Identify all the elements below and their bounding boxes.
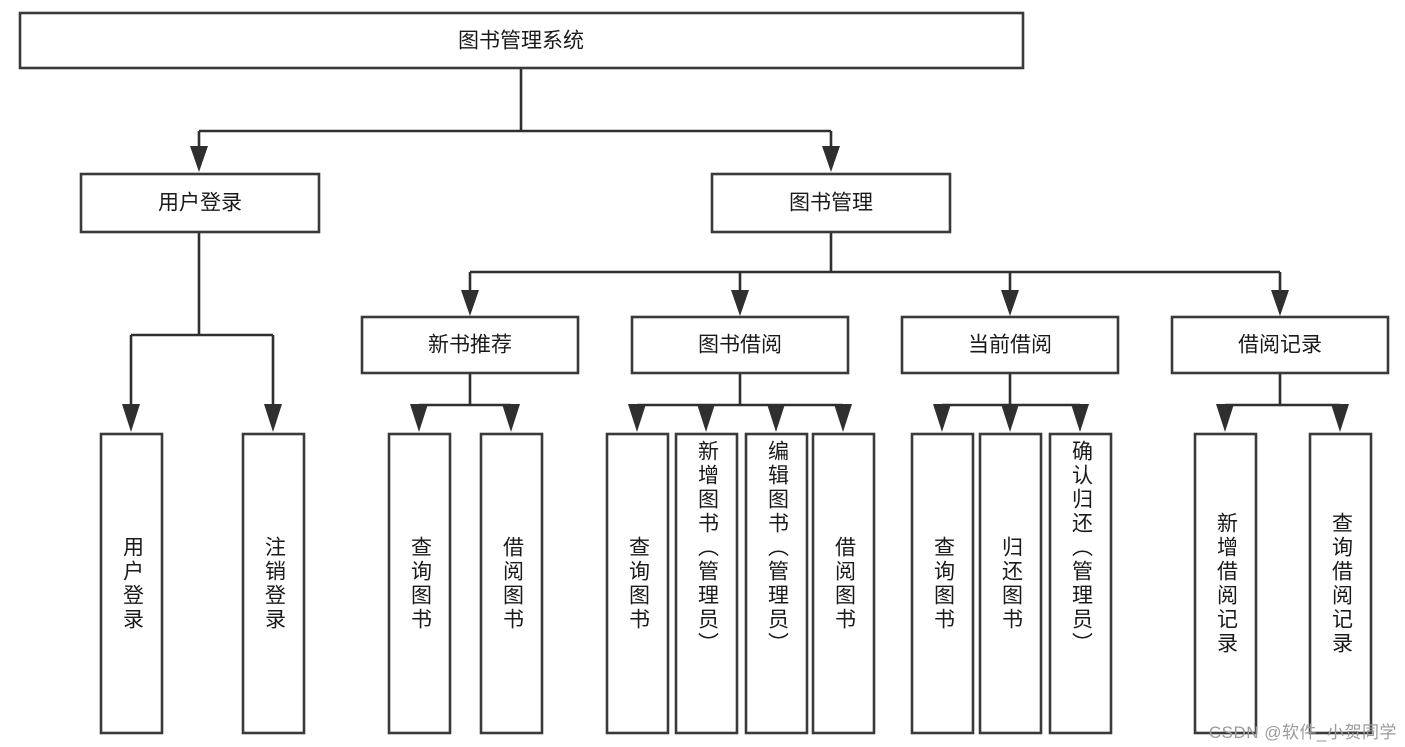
connector-group-root (190, 69, 840, 172)
node-book-management-box[interactable] (710, 172, 952, 234)
node-root-box[interactable] (18, 11, 1025, 70)
node-leaf-return-book-box[interactable] (978, 432, 1043, 735)
watermark-text: CSDN @软件_小贺同学 (1208, 723, 1397, 742)
connector-group-bookmgmt (461, 232, 1289, 316)
connector-group-userlogin-children (122, 232, 282, 432)
arrow-head-currentborrow (1001, 290, 1019, 316)
node-new-book-recommend-label: 新书推荐 (428, 334, 512, 357)
arrow-head-borrowrecord (1271, 290, 1289, 316)
arrow-head-leaf-return-book (1001, 404, 1019, 432)
arrow-head-leaf-query-book-2 (628, 404, 646, 432)
arrow-head-leaf-confirm-return (1071, 404, 1089, 432)
node-leaf-user-login-box[interactable] (99, 432, 164, 735)
arrow-head-leaf-borrow-book-1 (502, 404, 520, 432)
node-book-borrow-label: 图书借阅 (698, 334, 782, 357)
node-new-book-recommend-box[interactable] (360, 315, 580, 375)
arrow-head-leaf-user-login (122, 404, 140, 432)
arrow-head-leaf-borrow-book-2 (834, 404, 852, 432)
node-leaf-edit-book-box[interactable] (744, 432, 809, 735)
connector-group-bookborrow-children (628, 373, 852, 432)
node-leaf-query-book-2-box[interactable] (605, 432, 670, 735)
node-root-label: 图书管理系统 (458, 30, 584, 53)
node-book-borrow-box[interactable] (630, 315, 850, 375)
arrow-head-leaf-query-book-3 (933, 404, 951, 432)
arrow-head-userlogin (190, 146, 208, 172)
node-leaf-query-record-box[interactable] (1308, 432, 1373, 735)
arrow-head-leaf-add-record (1216, 404, 1234, 432)
node-leaf-borrow-book-2-box[interactable] (811, 432, 876, 735)
node-current-borrow-box[interactable] (900, 315, 1120, 375)
connector-group-newbook-children (410, 373, 520, 432)
node-borrow-record-label: 借阅记录 (1238, 334, 1322, 357)
node-user-login-box[interactable] (79, 172, 321, 234)
node-leaf-confirm-return-box[interactable] (1048, 432, 1113, 735)
arrow-head-bookmgmt (822, 146, 840, 172)
node-leaf-borrow-book-1-box[interactable] (479, 432, 544, 735)
node-leaf-add-record-box[interactable] (1193, 432, 1258, 735)
node-leaf-query-book-3-box[interactable] (910, 432, 975, 735)
arrow-head-leaf-query-book-1 (410, 404, 428, 432)
node-current-borrow-label: 当前借阅 (968, 334, 1052, 357)
arrow-head-leaf-add-book (697, 404, 715, 432)
node-leaf-add-book-box[interactable] (674, 432, 739, 735)
arrow-head-leaf-edit-book (767, 404, 785, 432)
connector-group-currentborrow-children (933, 373, 1089, 432)
arrow-head-bookborrow (731, 290, 749, 316)
node-book-management-label: 图书管理 (789, 192, 873, 215)
node-user-login-label: 用户登录 (158, 192, 242, 215)
node-borrow-record-box[interactable] (1170, 315, 1390, 375)
arrow-head-newbook (461, 290, 479, 316)
node-leaf-query-book-1-box[interactable] (387, 432, 452, 735)
connector-group-borrowrecord-children (1216, 373, 1349, 432)
arrow-head-leaf-query-record (1331, 404, 1349, 432)
node-leaf-user-logout-box[interactable] (241, 432, 306, 735)
arrow-head-leaf-user-logout (264, 404, 282, 432)
